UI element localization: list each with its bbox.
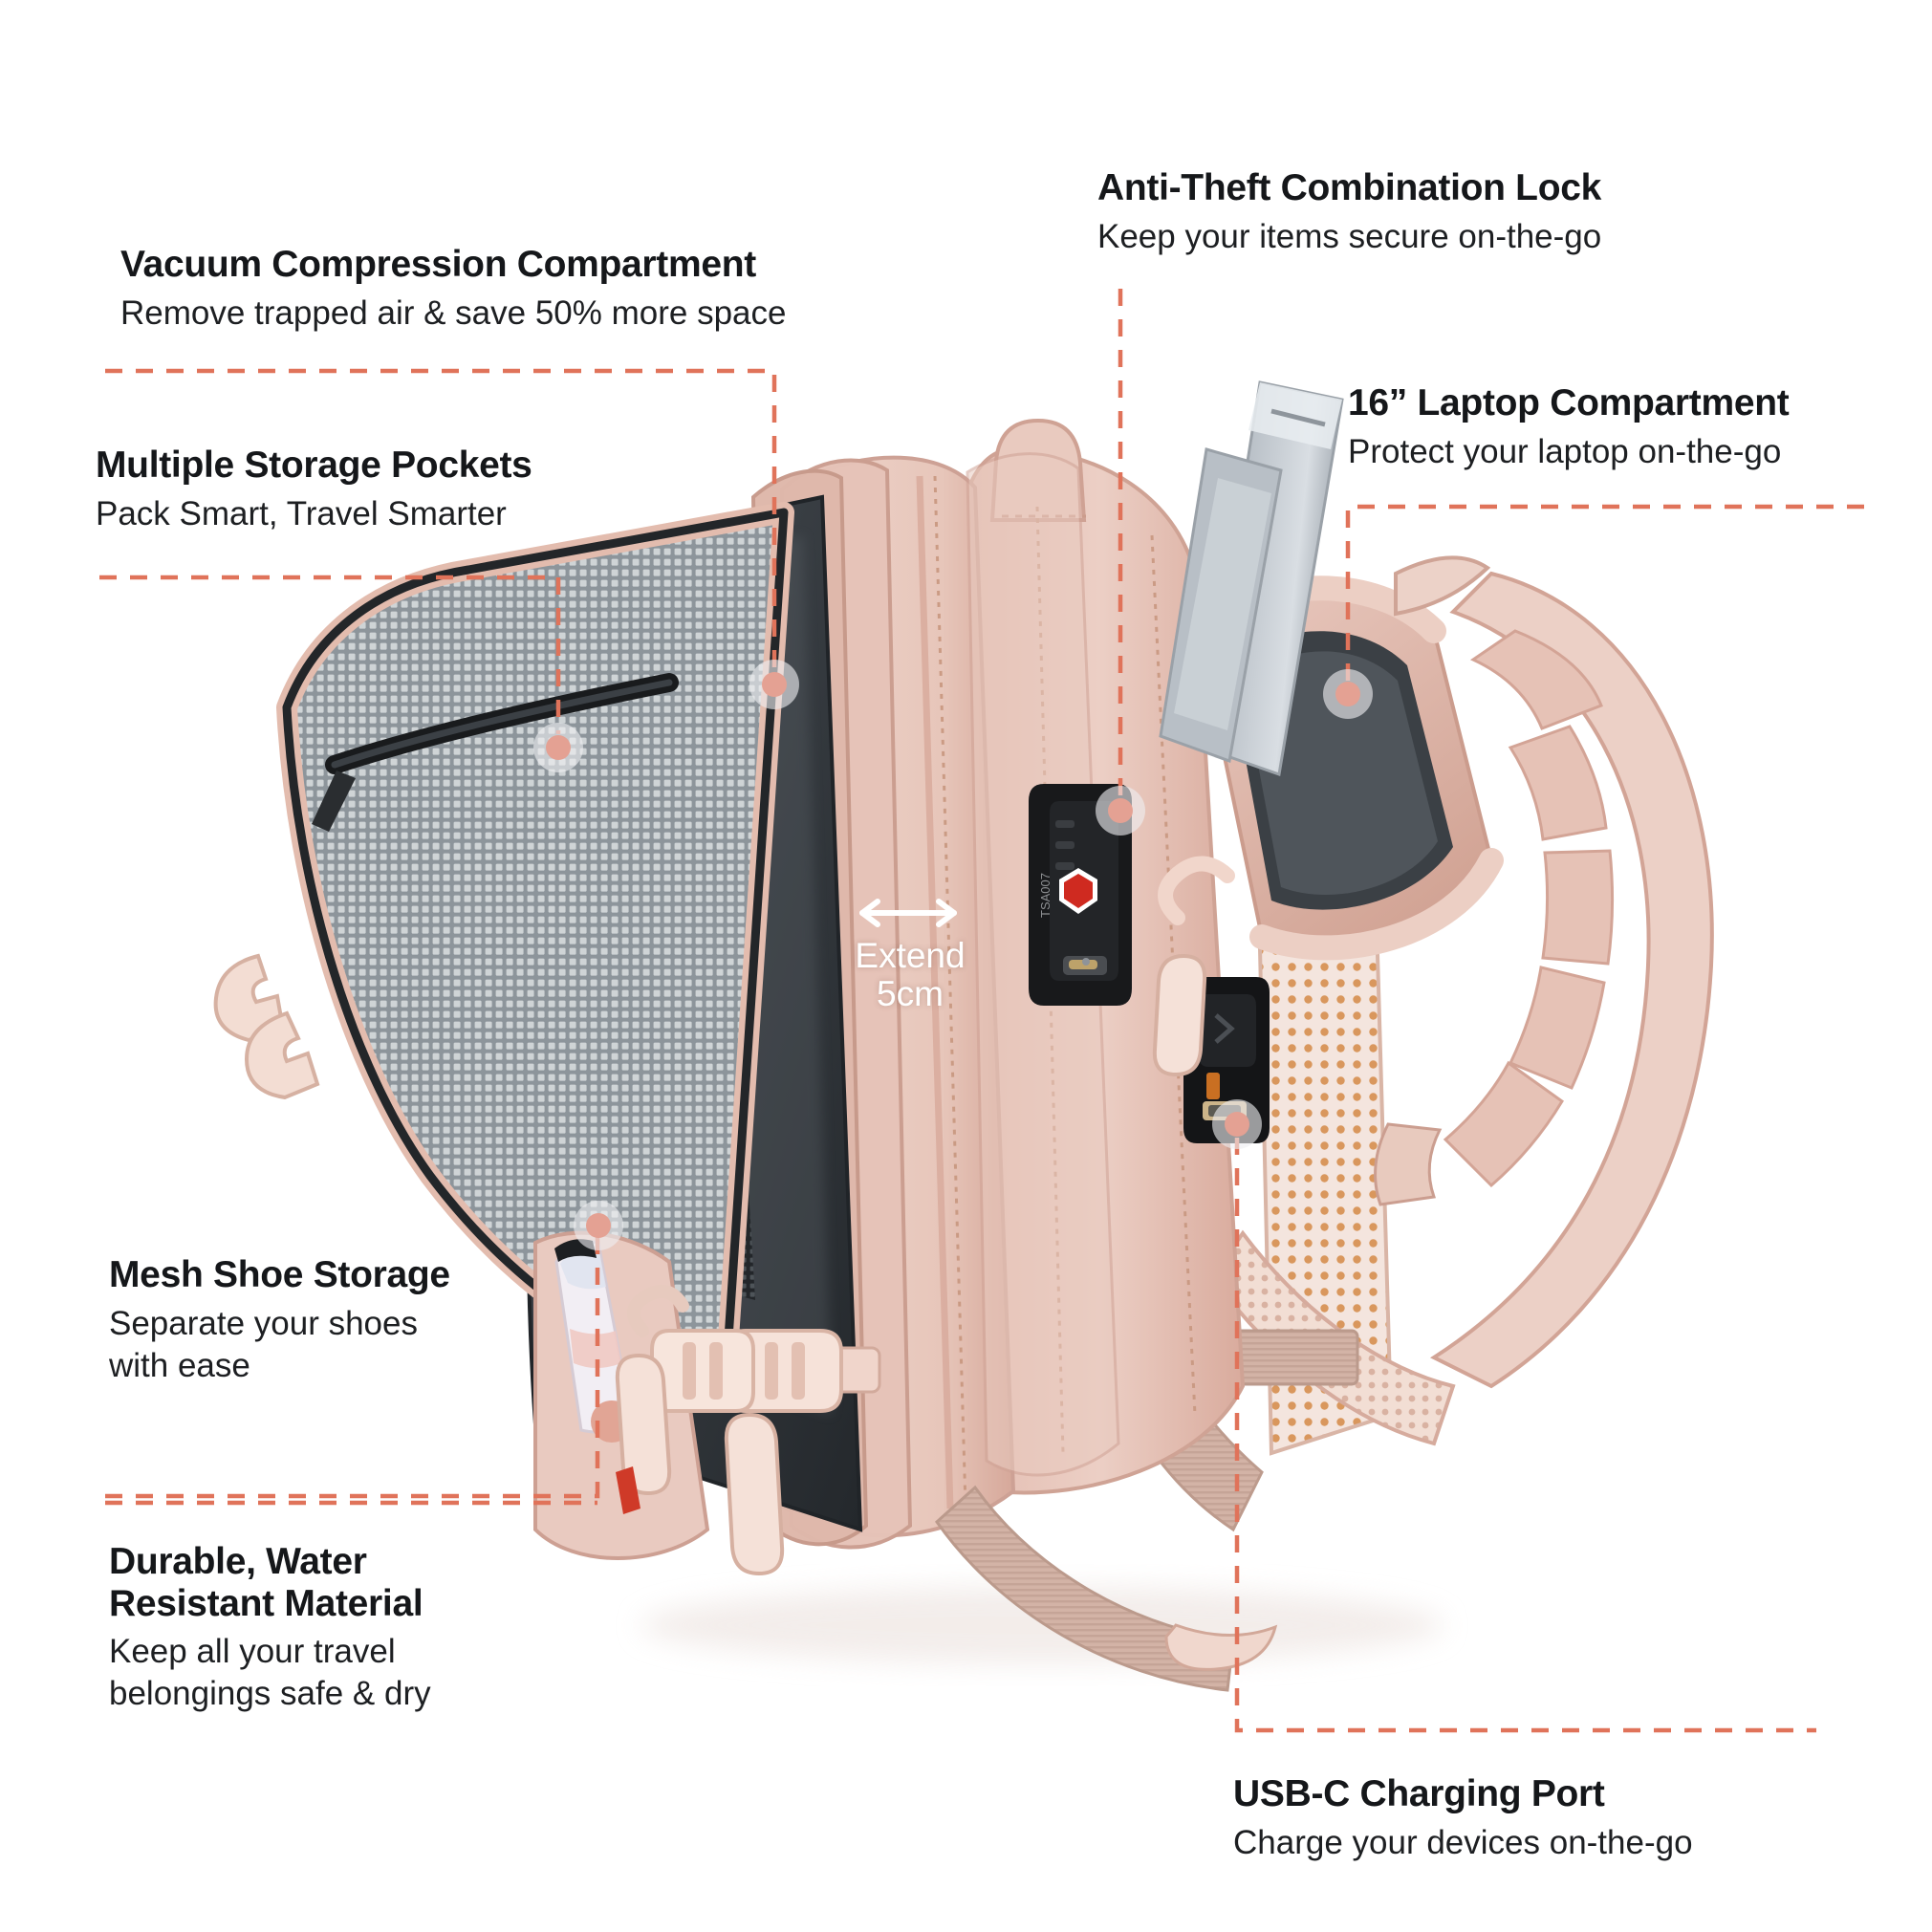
callout-durable-water-resistant-material: Durable, Water Resistant Material Keep a… xyxy=(109,1541,520,1714)
callout-vacuum-compression-compartment: Vacuum Compression Compartment Remove tr… xyxy=(120,244,876,334)
callout-title: Vacuum Compression Compartment xyxy=(120,244,756,285)
callout-subtitle: Keep your items secure on-the-go xyxy=(1097,217,1602,255)
callout-subtitle-line2: belongings safe & dry xyxy=(109,1675,431,1713)
callout-title: Mesh Shoe Storage xyxy=(109,1254,450,1295)
callout-subtitle: Charge your devices on-the-go xyxy=(1233,1823,1693,1861)
marker-dot-storage-pockets xyxy=(533,723,583,772)
extend-arrow-icon xyxy=(859,899,957,927)
marker-dot-laptop-compartment xyxy=(1323,669,1373,719)
callout-usb-c-charging-port: USB-C Charging Port Charge your devices … xyxy=(1233,1773,1845,1863)
callout-title: Anti-Theft Combination Lock xyxy=(1097,167,1602,208)
callout-title-line2: Resistant Material xyxy=(109,1582,423,1624)
callout-subtitle: Protect your laptop on-the-go xyxy=(1348,432,1782,470)
extend-label-line1: Extend xyxy=(855,936,966,975)
callout-title: Multiple Storage Pockets xyxy=(96,445,532,486)
marker-dot-vacuum-compression xyxy=(749,660,799,709)
callout-title: 16” Laptop Compartment xyxy=(1348,382,1790,423)
callout-subtitle-line2: with ease xyxy=(109,1346,250,1384)
callout-title: USB-C Charging Port xyxy=(1233,1773,1605,1814)
svg-text:TSA007: TSA007 xyxy=(1038,873,1053,918)
marker-dot-mesh-shoe-storage xyxy=(574,1201,623,1250)
callout-subtitle-line1: Keep all your travel xyxy=(109,1633,396,1671)
callout-title-line1: Durable, Water xyxy=(109,1541,367,1582)
callout-subtitle: Remove trapped air & save 50% more space xyxy=(120,293,787,332)
callout-anti-theft-combination-lock: Anti-Theft Combination Lock Keep your it… xyxy=(1097,167,1709,257)
extend-label-line2: 5cm xyxy=(877,973,944,1013)
marker-dot-usb-c-port xyxy=(1212,1099,1262,1149)
callout-multiple-storage-pockets: Multiple Storage Pockets Pack Smart, Tra… xyxy=(96,445,727,534)
marker-dot-anti-theft-lock xyxy=(1096,786,1145,836)
callout-subtitle-line1: Separate your shoes xyxy=(109,1304,418,1342)
extend-label: Extend 5cm xyxy=(824,937,996,1013)
callout-laptop-compartment: 16” Laptop Compartment Protect your lapt… xyxy=(1348,382,1932,472)
callout-subtitle: Pack Smart, Travel Smarter xyxy=(96,494,507,532)
callout-mesh-shoe-storage: Mesh Shoe Storage Separate your shoes wi… xyxy=(109,1254,549,1386)
